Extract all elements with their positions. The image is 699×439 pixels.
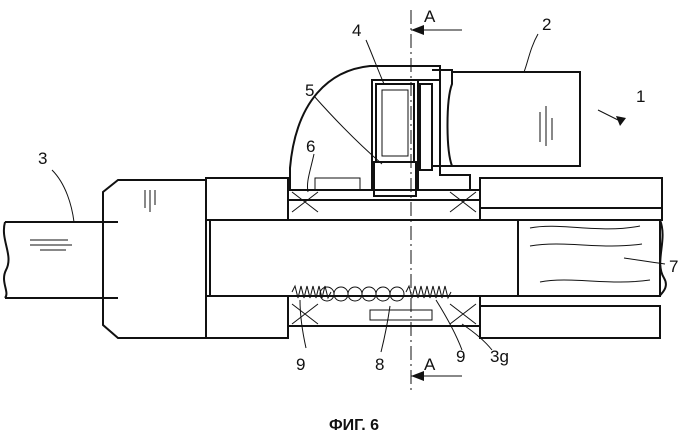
label-2: 2 xyxy=(542,15,551,34)
label-5: 5 xyxy=(305,81,314,100)
label-9-right: 9 xyxy=(456,347,465,366)
motor xyxy=(432,70,580,166)
label-4: 4 xyxy=(352,21,361,40)
section-mark-bottom: A xyxy=(424,355,436,374)
figure-caption: ФИГ. 6 xyxy=(329,417,379,434)
main-shaft xyxy=(210,220,518,296)
label-3: 3 xyxy=(38,149,47,168)
label-7: 7 xyxy=(669,257,678,276)
input-shaft xyxy=(4,222,118,298)
pinion-gear xyxy=(374,84,432,196)
leader-lines xyxy=(52,34,665,352)
label-9-left: 9 xyxy=(296,355,305,374)
housing-lower-wall xyxy=(206,296,660,338)
section-mark-top: A xyxy=(424,7,436,26)
coupling-sleeve xyxy=(103,180,206,338)
hollow-tube xyxy=(518,220,666,296)
upper-bearing xyxy=(288,190,480,220)
ball-row xyxy=(320,287,404,301)
label-1: 1 xyxy=(636,87,645,106)
label-6: 6 xyxy=(306,137,315,156)
label-3g: 3g xyxy=(490,347,509,366)
label-8: 8 xyxy=(375,355,384,374)
